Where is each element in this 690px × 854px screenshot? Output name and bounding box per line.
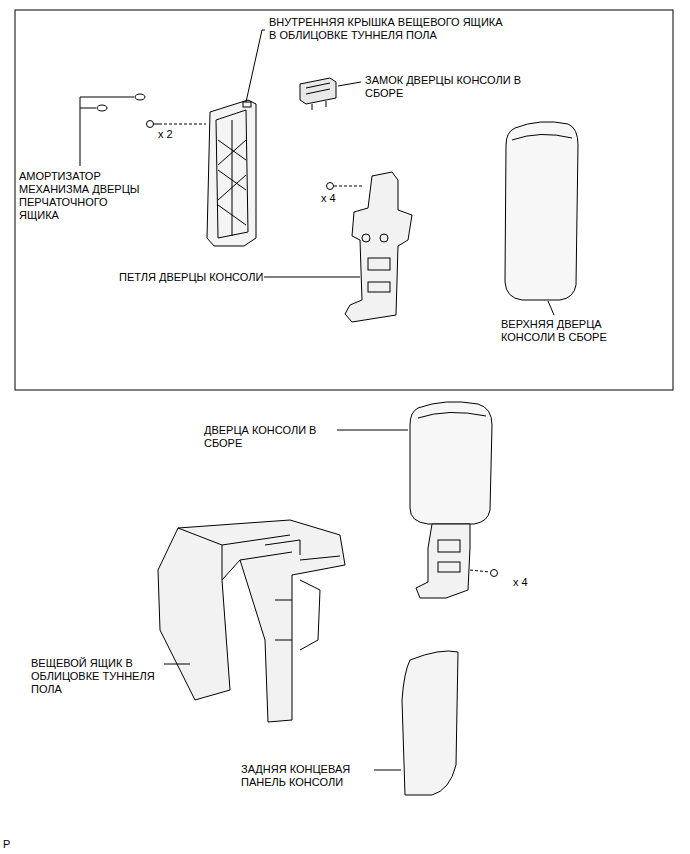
page-mark: P <box>2 838 11 851</box>
upper-door <box>505 122 578 315</box>
part-name: АМОРТИЗАТОР МЕХАНИЗМА ДВЕРЦЫ ПЕРЧАТОЧНОГ… <box>18 170 146 222</box>
screw <box>327 183 363 190</box>
upper-frame <box>15 10 673 390</box>
door-hinge <box>234 172 412 322</box>
leader-line <box>246 30 265 102</box>
console-box <box>158 520 345 722</box>
quantity: x 4 <box>320 192 337 205</box>
part-name: ВЕРХНЯЯ ДВЕРЦА КОНСОЛИ В СБОРЕ <box>500 318 632 344</box>
part-name: ЗАДНЯЯ КОНЦЕВАЯ ПАНЕЛЬ КОНСОЛИ <box>240 763 374 789</box>
screw <box>147 121 207 128</box>
door-lock <box>300 78 361 110</box>
damper <box>80 94 145 166</box>
quantity: x 4 <box>512 576 529 589</box>
part-name: ДВЕРЦА КОНСОЛИ В СБОРЕ <box>203 424 337 450</box>
rear-end-panel <box>374 651 458 795</box>
quantity: x 2 <box>157 128 174 141</box>
part-name: ВЕЩЕВОЙ ЯЩИК В ОБЛИЦОВКЕ ТУННЕЛЯ ПОЛА <box>30 657 164 696</box>
part-name: ВНУТРЕННЯЯ КРЫШКА ВЕЩЕВОГО ЯЩИКА В ОБЛИЦ… <box>268 16 506 42</box>
inner-lid <box>207 100 256 246</box>
part-name: ЗАМОК ДВЕРЦЫ КОНСОЛИ В СБОРЕ <box>364 74 526 100</box>
part-name: ПЕТЛЯ ДВЕРЦЫ КОНСОЛИ <box>118 271 264 284</box>
